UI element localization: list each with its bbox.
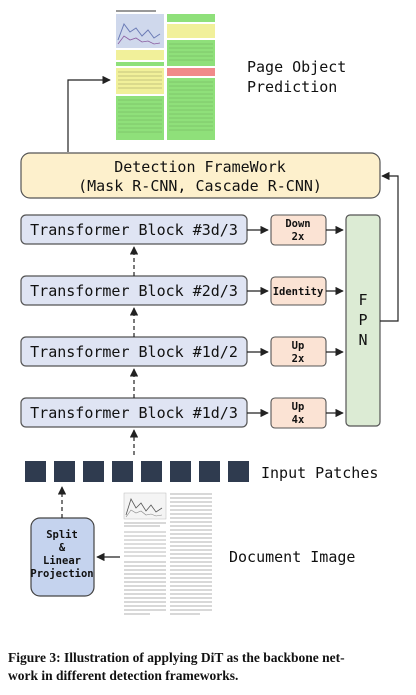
figure-caption: Figure 3: Illustration of applying DiT a… [8, 649, 408, 685]
document-image-thumbnail [122, 490, 214, 618]
split-label-line4: Projection [30, 568, 93, 580]
op-label-line2: 2x [292, 353, 305, 365]
input-patches [25, 461, 249, 482]
framework-subtitle: (Mask R-CNN, Cascade R-CNN) [78, 177, 322, 195]
transformer-block-label: Transformer Block #1d/2 [30, 343, 238, 361]
arrow-to-prediction [67, 75, 111, 152]
page-object-label-line2: Prediction [247, 78, 337, 96]
figure-region [116, 14, 164, 48]
op-label-line2: 2x [292, 231, 305, 243]
input-patch [54, 461, 75, 482]
page-object-label-line1: Page Object [247, 58, 346, 76]
input-patch [199, 461, 220, 482]
fpn-letter-f: F [358, 291, 367, 309]
input-patch [170, 461, 191, 482]
caption-line1: Figure 3: Illustration of applying DiT a… [8, 650, 345, 665]
op-label-line1: Up [292, 340, 305, 352]
op-label-line2: 4x [292, 414, 305, 426]
fpn-letter-n: N [358, 331, 367, 349]
op-label-line1: Identity [273, 286, 324, 298]
caption-line2: work in different detection frameworks. [8, 668, 239, 683]
transformer-block-label: Transformer Block #3d/3 [30, 221, 238, 239]
split-label-line1: Split [46, 529, 78, 541]
input-patches-label: Input Patches [261, 464, 378, 482]
input-patch [25, 461, 46, 482]
input-patch [83, 461, 104, 482]
dit-detection-diagram: Page Object Prediction Detection FrameWo… [20, 8, 399, 618]
op-label-line1: Up [292, 401, 305, 413]
input-patch [112, 461, 133, 482]
table-region [116, 68, 164, 94]
transformer-block-label: Transformer Block #2d/3 [30, 282, 238, 300]
transformer-block-label: Transformer Block #1d/3 [30, 404, 238, 422]
page-object-prediction-thumbnail [113, 8, 218, 145]
split-label-line2: & [59, 542, 66, 554]
fpn-letter-p: P [358, 311, 367, 329]
arrow-fpn-to-framework [380, 171, 399, 322]
input-patch [228, 461, 249, 482]
detection-framework-box [20, 152, 381, 199]
op-label-line1: Down [285, 218, 310, 230]
caption-region [116, 50, 164, 60]
text-region [116, 96, 164, 140]
title-region [167, 68, 215, 76]
input-patch [141, 461, 162, 482]
split-label-line3: Linear [43, 555, 81, 567]
framework-title: Detection FrameWork [114, 158, 286, 176]
document-image-label: Document Image [229, 548, 355, 566]
